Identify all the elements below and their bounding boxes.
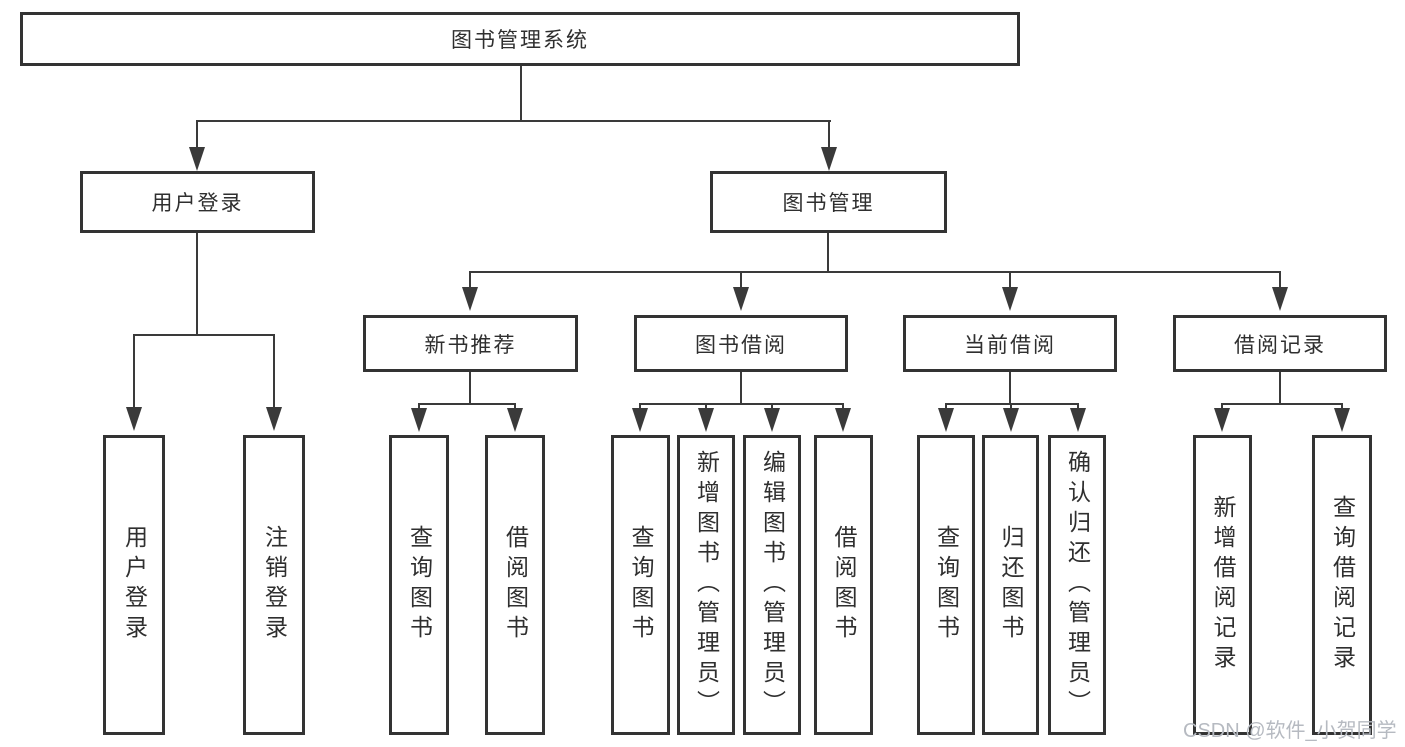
connector-currentborrow-rail <box>945 403 1079 405</box>
connector-bookborrow-stub <box>639 403 641 411</box>
arrow-down-icon <box>698 408 714 432</box>
node-book-management: 图书管理 <box>710 171 947 233</box>
connector-currentborrow-stub <box>1077 403 1079 411</box>
leaf-edit-books-admin: 编辑图书（管理员） <box>743 435 801 735</box>
connector-newbook-stub <box>514 403 516 411</box>
connector-bookborrow-rail <box>639 403 844 405</box>
arrow-down-icon <box>1272 287 1288 311</box>
arrow-down-icon <box>835 408 851 432</box>
arrow-down-icon <box>938 408 954 432</box>
connector-borrowrecord-stub <box>1221 403 1223 411</box>
connector-borrowrecord-trunk <box>1279 372 1281 405</box>
connector-currentborrow-trunk <box>1009 372 1011 405</box>
arrow-down-icon <box>1214 408 1230 432</box>
arrow-down-icon <box>411 408 427 432</box>
arrow-down-icon <box>189 147 205 171</box>
arrow-down-icon <box>764 408 780 432</box>
arrow-down-icon <box>126 407 142 431</box>
leaf-add-borrow-record: 新增借阅记录 <box>1193 435 1252 735</box>
connector-root-rail <box>197 120 831 122</box>
arrow-down-icon <box>632 408 648 432</box>
connector-userlogin-rail <box>133 334 275 336</box>
leaf-confirm-return-admin: 确认归还（管理员） <box>1048 435 1106 735</box>
leaf-borrow-books: 借阅图书 <box>814 435 873 735</box>
leaf-return-books: 归还图书 <box>982 435 1039 735</box>
connector-bookborrow-stub <box>771 403 773 411</box>
arrow-down-icon <box>1334 408 1350 432</box>
connector-bookmgmt-trunk <box>827 233 829 273</box>
node-current-borrow: 当前借阅 <box>903 315 1117 372</box>
connector-userlogin-stub <box>273 334 275 408</box>
arrow-down-icon <box>821 147 837 171</box>
arrow-down-icon <box>1070 408 1086 432</box>
node-root-library-system: 图书管理系统 <box>20 12 1020 66</box>
connector-userlogin-stub <box>133 334 135 408</box>
csdn-watermark: CSDN @软件_小贺同学 <box>1183 720 1397 742</box>
arrow-down-icon <box>733 287 749 311</box>
leaf-query-books-current: 查询图书 <box>917 435 975 735</box>
connector-newbook-trunk <box>469 372 471 405</box>
arrow-down-icon <box>462 287 478 311</box>
leaf-logout: 注销登录 <box>243 435 305 735</box>
arrow-down-icon <box>1003 408 1019 432</box>
connector-bookmgmt-stub <box>469 271 471 289</box>
connector-newbook-rail <box>418 403 516 405</box>
connector-newbook-stub <box>418 403 420 411</box>
leaf-add-books-admin: 新增图书（管理员） <box>677 435 735 735</box>
leaf-borrow-books-recommend: 借阅图书 <box>485 435 545 735</box>
leaf-query-books-recommend: 查询图书 <box>389 435 449 735</box>
node-new-book-recommend: 新书推荐 <box>363 315 578 372</box>
connector-currentborrow-stub <box>1010 403 1012 411</box>
connector-root-stub-left <box>196 120 198 148</box>
connector-bookborrow-stub <box>842 403 844 411</box>
connector-borrowrecord-stub <box>1341 403 1343 411</box>
connector-userlogin-trunk <box>196 233 198 336</box>
connector-bookborrow-stub <box>705 403 707 411</box>
leaf-query-borrow-record: 查询借阅记录 <box>1312 435 1372 735</box>
leaf-user-login: 用户登录 <box>103 435 165 735</box>
arrow-down-icon <box>507 408 523 432</box>
connector-root-trunk <box>520 66 522 120</box>
connector-bookmgmt-stub <box>1009 271 1011 289</box>
connector-borrowrecord-rail <box>1221 403 1343 405</box>
connector-root-stub-right <box>828 120 830 148</box>
connector-bookmgmt-rail <box>469 271 1281 273</box>
arrow-down-icon <box>266 407 282 431</box>
connector-bookmgmt-stub <box>740 271 742 289</box>
node-user-login: 用户登录 <box>80 171 315 233</box>
connector-currentborrow-stub <box>945 403 947 411</box>
leaf-query-books-borrow: 查询图书 <box>611 435 670 735</box>
node-book-borrow: 图书借阅 <box>634 315 848 372</box>
connector-bookborrow-trunk <box>740 372 742 405</box>
node-borrow-records: 借阅记录 <box>1173 315 1387 372</box>
connector-bookmgmt-stub <box>1279 271 1281 289</box>
arrow-down-icon <box>1002 287 1018 311</box>
